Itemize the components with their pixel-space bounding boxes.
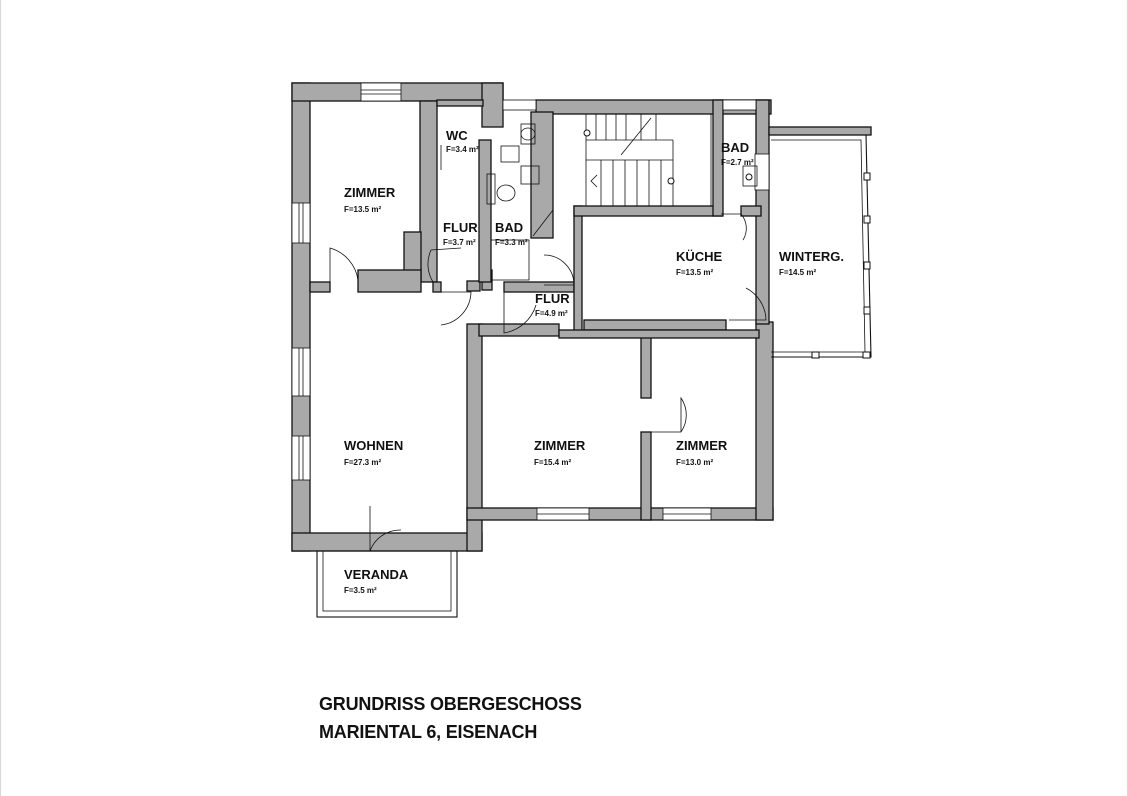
room-name-bad-2: BAD: [721, 140, 749, 155]
room-name-veranda: VERANDA: [344, 567, 409, 582]
plan-address: MARIENTAL 6, EISENACH: [319, 722, 538, 742]
room-labels: ZIMMER F=13.5 m² WC F=3.4 m² FLUR F=3.7 …: [344, 128, 844, 595]
room-name-kueche: KÜCHE: [676, 249, 723, 264]
room-name-wohnen: WOHNEN: [344, 438, 403, 453]
room-area-veranda: F=3.5 m²: [344, 586, 377, 595]
interior-walls: [309, 99, 762, 521]
room-name-wc: WC: [446, 128, 468, 143]
room-area-bad-2: F=2.7 m²: [721, 158, 754, 167]
room-area-wc: F=3.4 m²: [446, 145, 479, 154]
room-area-wohnen: F=27.3 m²: [344, 458, 381, 467]
windows: [291, 82, 770, 521]
room-name-bad-1: BAD: [495, 220, 523, 235]
door-swings: [329, 145, 767, 552]
room-name-zimmer-3: ZIMMER: [676, 438, 728, 453]
room-name-wintergarten: WINTERG.: [779, 249, 844, 264]
room-area-bad-1: F=3.3 m²: [495, 238, 528, 247]
veranda-frame: [316, 550, 458, 618]
room-area-zimmer-3: F=13.0 m²: [676, 458, 713, 467]
room-area-wintergarten: F=14.5 m²: [779, 268, 816, 277]
room-area-flur-1: F=3.7 m²: [443, 238, 476, 247]
room-name-flur-2: FLUR: [535, 291, 570, 306]
fixtures: [486, 123, 758, 281]
staircase: [583, 113, 712, 207]
room-name-zimmer-1: ZIMMER: [344, 185, 396, 200]
wintergarten-frame: [771, 134, 872, 359]
room-name-zimmer-2: ZIMMER: [534, 438, 586, 453]
room-area-zimmer-1: F=13.5 m²: [344, 205, 381, 214]
room-area-zimmer-2: F=15.4 m²: [534, 458, 571, 467]
room-area-kueche: F=13.5 m²: [676, 268, 713, 277]
room-name-flur-1: FLUR: [443, 220, 478, 235]
room-area-flur-2: F=4.9 m²: [535, 309, 568, 318]
plan-title: GRUNDRISS OBERGESCHOSS: [319, 694, 582, 714]
